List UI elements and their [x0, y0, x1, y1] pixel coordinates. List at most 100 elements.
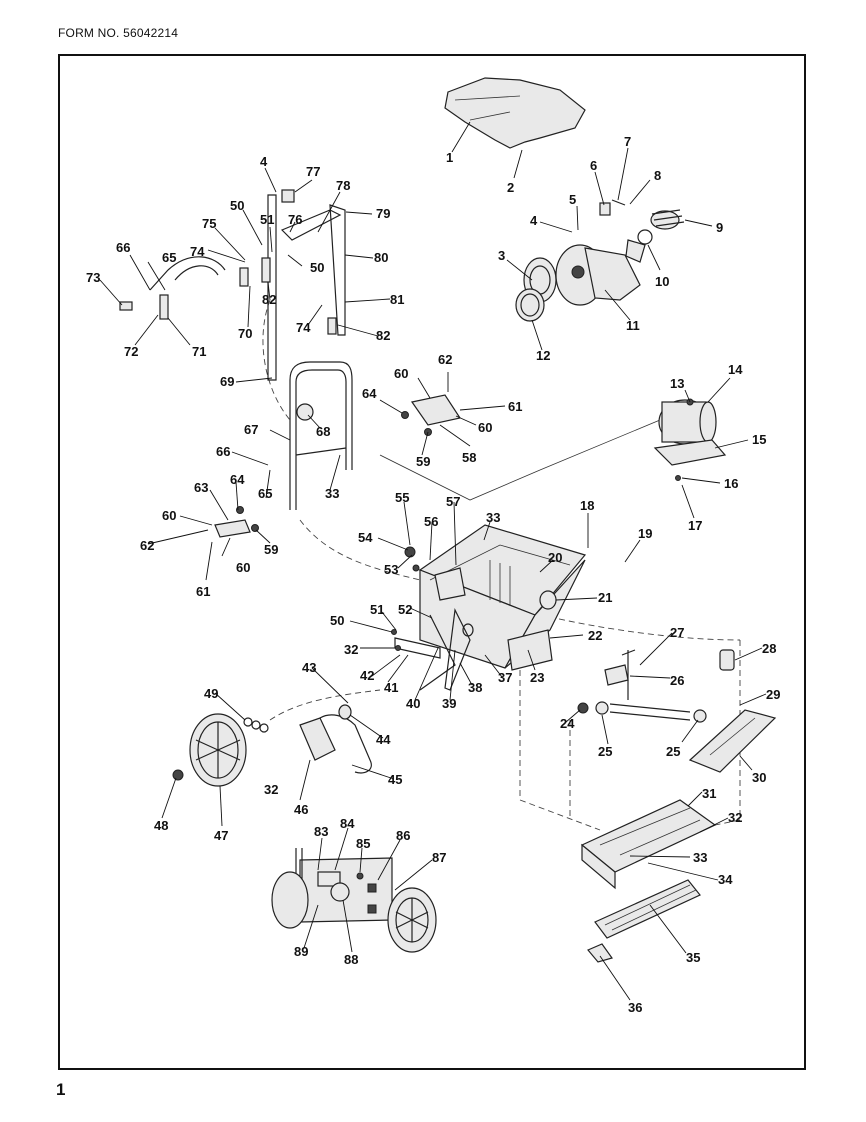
wheel-left [172, 713, 269, 787]
bracket-parts [214, 394, 461, 538]
callout-82: 82 [262, 292, 276, 307]
callout-16: 16 [724, 476, 738, 491]
callout-75: 75 [202, 216, 216, 231]
callout-81: 81 [390, 292, 404, 307]
callout-18: 18 [580, 498, 594, 513]
callout-50: 50 [310, 260, 324, 275]
callout-32: 32 [344, 642, 358, 657]
callout-25: 25 [666, 744, 680, 759]
callout-50: 50 [330, 613, 344, 628]
callout-4: 4 [530, 213, 538, 228]
callout-7: 7 [624, 134, 631, 149]
callout-20: 20 [548, 550, 562, 565]
callout-61: 61 [196, 584, 210, 599]
callout-41: 41 [384, 680, 398, 695]
control-panel-assembly [271, 848, 437, 953]
callout-12: 12 [536, 348, 550, 363]
diagram-frame [58, 54, 806, 1070]
callout-25: 25 [598, 744, 612, 759]
callout-74: 74 [190, 244, 205, 259]
callout-19: 19 [638, 526, 652, 541]
callout-88: 88 [344, 952, 358, 967]
callout-33: 33 [325, 486, 339, 501]
pipe-and-nozzle [577, 649, 777, 773]
callout-46: 46 [294, 802, 308, 817]
callout-63: 63 [194, 480, 208, 495]
callout-53: 53 [384, 562, 398, 577]
callout-40: 40 [406, 696, 420, 711]
callout-51: 51 [260, 212, 274, 227]
callout-21: 21 [598, 590, 612, 605]
callout-86: 86 [396, 828, 410, 843]
callout-32: 32 [728, 810, 742, 825]
callout-50: 50 [230, 198, 244, 213]
belt-pulley [299, 704, 372, 774]
callout-34: 34 [718, 872, 733, 887]
callout-78: 78 [336, 178, 350, 193]
callout-45: 45 [388, 772, 402, 787]
callout-52: 52 [398, 602, 412, 617]
callout-27: 27 [670, 625, 684, 640]
callout-32: 32 [264, 782, 278, 797]
callout-62: 62 [438, 352, 452, 367]
callout-3: 3 [498, 248, 505, 263]
callout-87: 87 [432, 850, 446, 865]
callout-29: 29 [766, 687, 780, 702]
callout-58: 58 [462, 450, 476, 465]
callout-59: 59 [416, 454, 430, 469]
callout-4: 4 [260, 154, 268, 169]
callout-51: 51 [370, 602, 384, 617]
callout-38: 38 [468, 680, 482, 695]
callout-61: 61 [508, 399, 522, 414]
callout-11: 11 [626, 318, 640, 333]
callout-59: 59 [264, 542, 278, 557]
callout-43: 43 [302, 660, 316, 675]
callout-60: 60 [394, 366, 408, 381]
callout-80: 80 [374, 250, 388, 265]
callout-9: 9 [716, 220, 723, 235]
callout-62: 62 [140, 538, 154, 553]
callout-70: 70 [238, 326, 252, 341]
top-cover-plate [444, 77, 586, 149]
callout-labels: 1 2 3 4 4 5 6 7 8 9 10 11 12 13 14 15 16… [86, 134, 780, 1015]
callout-69: 69 [220, 374, 234, 389]
callout-14: 14 [728, 362, 743, 377]
callout-77: 77 [306, 164, 320, 179]
callout-85: 85 [356, 836, 370, 851]
callout-60: 60 [236, 560, 250, 575]
callout-76: 76 [288, 212, 302, 227]
callout-22: 22 [588, 628, 602, 643]
callout-74: 74 [296, 320, 311, 335]
callout-42: 42 [360, 668, 374, 683]
callout-54: 54 [358, 530, 373, 545]
callout-33: 33 [693, 850, 707, 865]
main-housing [404, 524, 587, 669]
callout-1: 1 [446, 150, 453, 165]
callout-84: 84 [340, 816, 355, 831]
callout-39: 39 [442, 696, 456, 711]
fan-motor-assembly [515, 199, 685, 322]
callout-10: 10 [655, 274, 669, 289]
form-number: FORM NO. 56042214 [58, 26, 179, 40]
callout-24: 24 [560, 716, 575, 731]
callout-17: 17 [688, 518, 702, 533]
brush-assembly [580, 799, 717, 963]
callout-79: 79 [376, 206, 390, 221]
callout-26: 26 [670, 673, 684, 688]
callout-82: 82 [376, 328, 390, 343]
callout-2: 2 [507, 180, 514, 195]
callout-35: 35 [686, 950, 700, 965]
callout-23: 23 [530, 670, 544, 685]
callout-48: 48 [154, 818, 168, 833]
callout-56: 56 [424, 514, 438, 529]
callout-64: 64 [362, 386, 377, 401]
handle-assembly [119, 189, 346, 381]
callout-8: 8 [654, 168, 661, 183]
callout-60: 60 [162, 508, 176, 523]
callout-49: 49 [204, 686, 218, 701]
callout-36: 36 [628, 1000, 642, 1015]
callout-60: 60 [478, 420, 492, 435]
callout-44: 44 [376, 732, 391, 747]
callout-65: 65 [162, 250, 176, 265]
